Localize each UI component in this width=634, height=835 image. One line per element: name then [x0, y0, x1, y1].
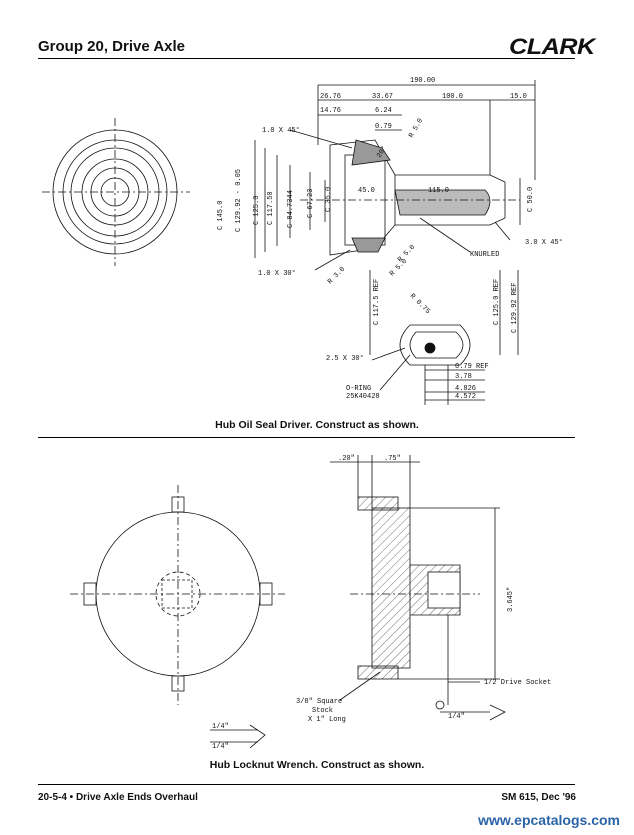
dim-c117-50: C 117.50	[267, 191, 275, 225]
dim-115: 115.0	[428, 187, 449, 195]
footer-rule	[38, 784, 575, 785]
label-drive-socket: 1/2 Drive Socket	[484, 679, 551, 687]
dim-100: 100.0	[442, 93, 463, 101]
dim-45: 45.0	[358, 187, 375, 195]
label-knurled: KNURLED	[470, 251, 499, 259]
dim-chamfer-3: 1.0 X 30°	[258, 269, 296, 278]
dim-26-76: 26.76	[320, 93, 341, 101]
label-o-ring-part: 25K40428	[346, 393, 380, 401]
dim-4-572: 4.572	[455, 393, 476, 401]
watermark: www.epcatalogs.com	[478, 812, 620, 828]
dim-c125: C 125.0	[253, 196, 261, 225]
dim-chamfer-1: 1.0 X 45°	[262, 126, 300, 135]
page-title: Group 20, Drive Axle	[38, 38, 185, 55]
dim-14-76: 14.76	[320, 107, 341, 115]
dim-quarter-1: 1/4"	[212, 723, 229, 731]
dim-0-79-ref: 0.79 REF	[455, 363, 489, 371]
dim-3-645: 3.645"	[507, 587, 515, 612]
dim-c67-23: C 67.23	[307, 189, 315, 218]
dim-c129-92-ref: C 129.92 REF	[511, 283, 519, 333]
dim-0-20: .20"	[338, 455, 355, 463]
dim-quarter-3: 1/4"	[448, 713, 465, 721]
dim-15: 15.0	[510, 93, 527, 101]
dim-4-826: 4.826	[455, 385, 476, 393]
dim-c117-5-ref: C 117.5 REF	[373, 279, 381, 325]
label-o-ring: O-RING	[346, 385, 371, 393]
figure1-caption: Hub Oil Seal Driver. Construct as shown.	[215, 419, 419, 431]
figure-divider	[38, 437, 575, 438]
label-square-stock-1: 3/8" Square	[296, 698, 342, 706]
label-square-stock-2: Stock	[312, 707, 333, 715]
footer-section: 20-5-4 • Drive Axle Ends Overhaul	[38, 792, 198, 803]
dim-0-79: 0.79	[375, 123, 392, 131]
dim-chamfer-4: 2.5 X 30°	[326, 354, 364, 363]
dim-c35: C 35.0	[325, 187, 333, 212]
dim-c84-7344: C 84.7344	[287, 190, 295, 228]
dim-190: 190.00	[410, 77, 435, 85]
dim-chamfer-2: 3.0 X 45°	[525, 238, 563, 247]
figure2-caption: Hub Locknut Wrench. Construct as shown.	[209, 759, 425, 771]
footer-manual: SM 615, Dec '96	[501, 792, 576, 803]
brand-logo: CLARK	[509, 34, 595, 59]
header-rule	[38, 58, 575, 59]
dim-0-75: .75"	[384, 455, 401, 463]
dim-c129-92: C 129.92 - 0.05	[235, 169, 243, 232]
dim-33-67: 33.67	[372, 93, 393, 101]
dim-quarter-2: 1/4"	[212, 743, 229, 751]
label-square-stock-3: X 1" Long	[308, 716, 346, 724]
dim-c145: C 145.0	[217, 201, 225, 230]
dim-6-24: 6.24	[375, 107, 392, 115]
dim-3-78: 3.78	[455, 373, 472, 381]
dim-c50: C 50.0	[527, 187, 535, 212]
dim-c125-ref: C 125.0 REF	[493, 279, 501, 325]
